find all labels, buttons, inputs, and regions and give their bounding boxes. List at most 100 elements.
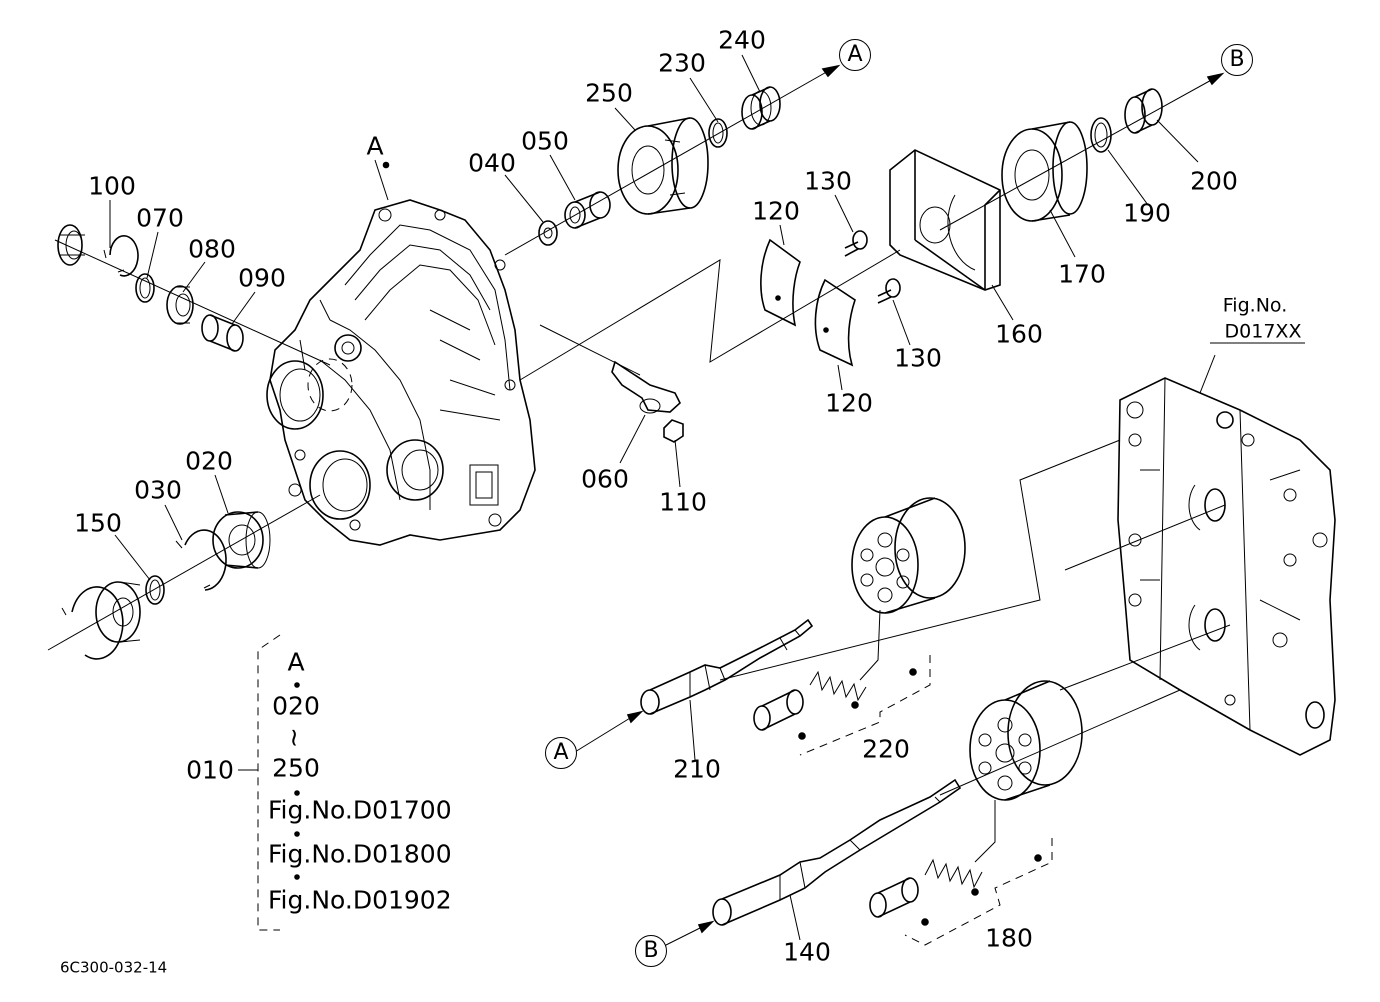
bearing-080 [166, 285, 194, 325]
arrow-ref-b-top: B [1221, 44, 1253, 76]
sleeve-090 [201, 314, 244, 352]
arrow-head-a-shaft [626, 710, 644, 724]
bearing-250 [617, 117, 709, 215]
swash-cradle-160 [889, 149, 1001, 291]
arrow-head-b-top [1206, 72, 1225, 86]
ring-070 [135, 273, 155, 303]
callout-120-lower: 120 [825, 388, 873, 418]
arrow-b-shaft-line [659, 924, 707, 949]
axis-line-right-top [939, 77, 1216, 231]
callout-190: 190 [1123, 198, 1171, 228]
bolt-130-lower [877, 278, 901, 304]
callout-110: 110 [659, 487, 707, 517]
callout-180: 180 [985, 923, 1033, 953]
drawing-code: 6C300-032-14 [60, 958, 168, 977]
legend-item-020: 020 [272, 691, 320, 721]
axis-line-left-bottom [47, 494, 321, 651]
dot-180-c [1034, 854, 1042, 862]
leader-210 [689, 699, 696, 761]
legend-fig-d01902: Fig.No.D01902 [268, 885, 452, 915]
leader-fig-ref [1199, 354, 1216, 394]
valve-housing-d017xx [1117, 377, 1336, 756]
housing-ref-a: A [366, 131, 384, 161]
callout-030: 030 [134, 475, 182, 505]
dot-180-a [921, 918, 929, 926]
callout-210: 210 [673, 754, 721, 784]
callout-120-upper: 120 [752, 196, 800, 226]
callout-060: 060 [581, 464, 629, 494]
callout-010: 010 [186, 755, 234, 785]
arrow-a-shaft-line [569, 714, 636, 756]
plate-120-upper [760, 238, 801, 327]
leader-140 [789, 894, 801, 941]
callout-140: 140 [783, 937, 831, 967]
ring-190 [1090, 117, 1112, 153]
dot-220-b [851, 701, 859, 709]
legend-fig-d01700: Fig.No.D01700 [268, 795, 452, 825]
callout-130-upper: 130 [804, 166, 852, 196]
legend-range-mark: ≀ [289, 722, 299, 752]
bearing-170 [1001, 121, 1088, 222]
bolt-130-upper [844, 230, 868, 257]
callout-040: 040 [468, 148, 516, 178]
seal-left [57, 224, 85, 266]
fig-ref-line2: D017XX [1224, 320, 1302, 343]
axis-line-left-top [54, 239, 331, 366]
dot-220-a [798, 732, 806, 740]
callout-230: 230 [658, 48, 706, 78]
seal-200 [1124, 88, 1163, 134]
seal-bottom [95, 581, 141, 643]
ring-150 [145, 575, 165, 605]
callout-220: 220 [862, 734, 910, 764]
circlip-030 [175, 529, 227, 591]
shaft-210 [640, 618, 814, 715]
arrow-ref-b-shaft: B [635, 935, 667, 967]
axis-line-valve-lower [1059, 624, 1231, 691]
seal-240 [741, 86, 781, 130]
arrow-head-a-top [821, 64, 841, 78]
axis-line-valve-upper [1064, 504, 1226, 571]
piston-lower [869, 877, 919, 918]
bracket-220 [799, 655, 931, 756]
shaft-140 [712, 778, 962, 926]
callout-080: 080 [188, 234, 236, 264]
plate-120-lower [814, 278, 856, 367]
fig-ref-line1: Fig.No. [1222, 294, 1288, 317]
callout-130-lower: 130 [894, 343, 942, 373]
dot-180-b [971, 888, 979, 896]
arrow-ref-a-shaft: A [545, 737, 577, 769]
cylinder-block-upper [851, 497, 966, 614]
legend-brace [238, 634, 300, 931]
dot-220-c [909, 668, 917, 676]
piston-upper [753, 689, 804, 731]
axis-line-lower-group [939, 689, 1181, 796]
leader-lines [109, 54, 1199, 581]
axis-line-upper-group [719, 439, 1121, 681]
bracket-180 [904, 838, 1053, 946]
leader-220a [859, 609, 881, 681]
callout-160: 160 [995, 319, 1043, 349]
callout-070: 070 [136, 203, 184, 233]
legend-item-250: 250 [272, 753, 320, 783]
legend-item-a: A [287, 647, 305, 677]
axis-line-lever [539, 324, 641, 376]
callout-200: 200 [1190, 166, 1238, 196]
transmission-housing [266, 199, 536, 546]
arrow-ref-a-top: A [839, 39, 871, 71]
circlip-outer [61, 586, 124, 660]
axis-line-top [504, 69, 831, 256]
callout-240: 240 [718, 25, 766, 55]
leader-180a [974, 800, 996, 863]
washer-040 [538, 220, 558, 246]
bearing-020 [212, 511, 271, 569]
callout-020: 020 [185, 446, 233, 476]
callout-090: 090 [238, 263, 286, 293]
nut-110 [663, 419, 684, 443]
arrow-head-b-shaft [697, 920, 715, 934]
needle-bearing-050 [564, 191, 611, 229]
callout-170: 170 [1058, 259, 1106, 289]
spring-lower [924, 858, 983, 889]
ring-230 [708, 118, 728, 148]
lever-060 [611, 360, 681, 414]
